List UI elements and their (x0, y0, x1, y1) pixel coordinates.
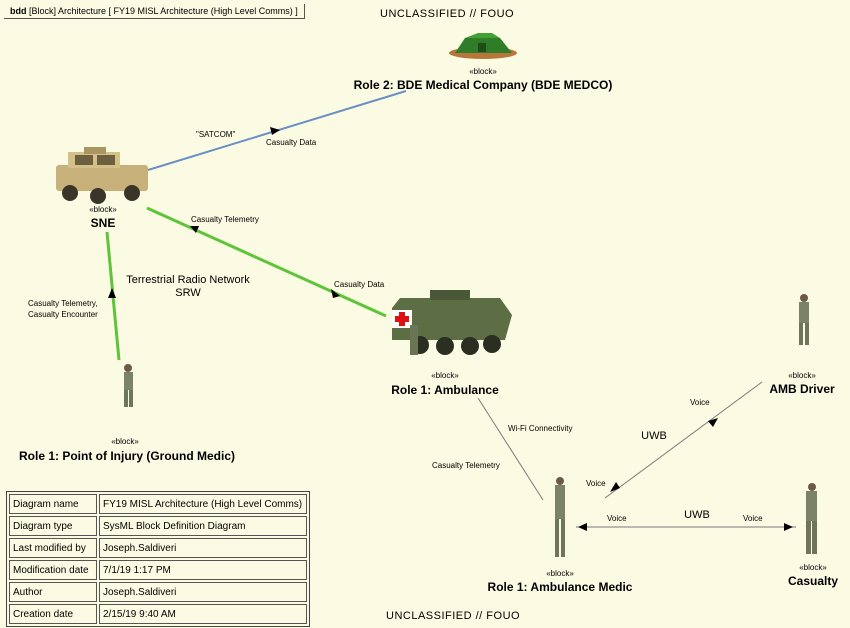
poi-flow-label: Casualty Telemetry, Casualty Encounter (28, 298, 98, 320)
voice-driver-arrow-1 (708, 418, 718, 427)
classification-banner-top: UNCLASSIFIED // FOUO (380, 8, 515, 20)
casualty-data-arrow (331, 289, 340, 298)
block-casualty[interactable]: Casualty (787, 574, 839, 588)
soldier-icon (555, 477, 565, 557)
poi-flow-label-line-1: Casualty Telemetry, (28, 299, 98, 308)
soldier-icon (806, 483, 817, 554)
info-key: Diagram name (9, 494, 97, 514)
telemetry-arrow (190, 226, 199, 233)
block-medco[interactable]: Role 2: BDE Medical Company (BDE MEDCO) (353, 78, 613, 92)
poi-stereotype: «block» (111, 437, 139, 446)
diagram-frame-header[interactable]: bdd [Block] Architecture [ FY19 MISL Arc… (4, 4, 305, 19)
satcom-arrow (270, 127, 280, 135)
terrestrial-label: Terrestrial Radio Network SRW (108, 274, 268, 300)
satcom-label: "SATCOM" (196, 130, 236, 139)
voice-cas-label-2: Voice (743, 514, 763, 523)
block-sne[interactable]: SNE (90, 216, 116, 230)
uwb-label-2: UWB (684, 509, 710, 521)
driver-stereotype: «block» (788, 371, 816, 380)
medic-driver-link[interactable] (604, 381, 763, 499)
info-value: FY19 MISL Architecture (High Level Comms… (99, 494, 307, 514)
info-key: Creation date (9, 604, 97, 624)
block-ambulance[interactable]: Role 1: Ambulance (391, 383, 499, 397)
humvee-icon (56, 147, 148, 204)
info-key: Author (9, 582, 97, 602)
casualty-telemetry-label-1: Casualty Telemetry (191, 215, 259, 224)
frame-kind: bdd (10, 6, 27, 16)
uwb-label-1: UWB (641, 430, 667, 442)
voice-driver-label-2: Voice (586, 479, 606, 488)
voice-cas-arrow-1 (578, 523, 587, 531)
info-key: Diagram type (9, 516, 97, 536)
block-poi[interactable]: Role 1: Point of Injury (Ground Medic) (19, 449, 235, 463)
casualty-stereotype: «block» (799, 563, 827, 572)
voice-driver-arrow-2 (610, 482, 620, 492)
ambulance-medic-link[interactable] (477, 397, 544, 501)
info-value: SysML Block Definition Diagram (99, 516, 307, 536)
casualty-data-label-2: Casualty Data (334, 280, 385, 289)
soldier-icon (799, 294, 809, 345)
info-key: Last modified by (9, 538, 97, 558)
voice-driver-label-1: Voice (690, 398, 710, 407)
info-value: 2/15/19 9:40 AM (99, 604, 307, 624)
medco-stereotype: «block» (469, 67, 497, 76)
info-key: Modification date (9, 560, 97, 580)
sne-ambulance-link[interactable] (146, 206, 387, 318)
terrestrial-label-line-2: SRW (175, 287, 201, 299)
medic-stereotype: «block» (546, 569, 574, 578)
casualty-telemetry-label-2: Casualty Telemetry (432, 461, 500, 470)
poi-flow-label-line-2: Casualty Encounter (28, 310, 98, 319)
armored-ambulance-icon (392, 290, 512, 355)
poi-flow-arrow (108, 288, 116, 298)
soldier-icon (124, 364, 133, 407)
ambulance-stereotype: «block» (431, 371, 459, 380)
classification-banner-bottom: UNCLASSIFIED // FOUO (386, 610, 521, 622)
info-value: Joseph.Saldiveri (99, 538, 307, 558)
block-medic[interactable]: Role 1: Ambulance Medic (487, 580, 633, 594)
voice-cas-label-1: Voice (607, 514, 627, 523)
wifi-label: Wi-Fi Connectivity (508, 424, 573, 433)
sne-stereotype: «block» (89, 205, 117, 214)
voice-cas-arrow-2 (784, 523, 793, 531)
terrestrial-label-line-1: Terrestrial Radio Network (126, 274, 250, 286)
info-value: 7/1/19 1:17 PM (99, 560, 307, 580)
frame-title: [Block] Architecture [ FY19 MISL Archite… (29, 6, 298, 16)
info-value: Joseph.Saldiveri (99, 582, 307, 602)
block-driver[interactable]: AMB Driver (769, 382, 835, 396)
tent-icon (449, 33, 517, 59)
casualty-data-label-1: Casualty Data (266, 138, 317, 147)
